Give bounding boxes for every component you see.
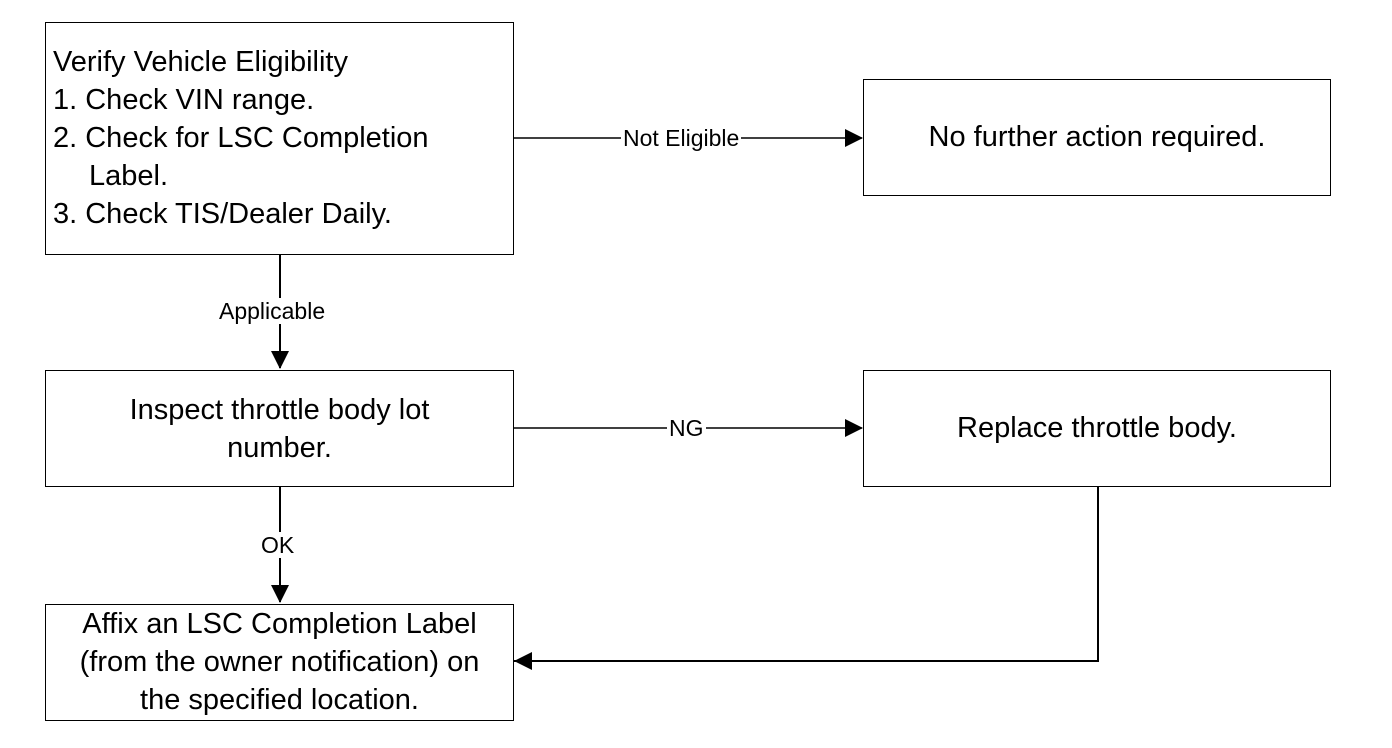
- inspect-line-2: number.: [227, 432, 332, 464]
- arrow-replace-to-affix: [514, 486, 1099, 662]
- replace-box: Replace throttle body.: [863, 370, 1331, 487]
- edge-label-ok: OK: [259, 532, 297, 558]
- edge-label-applicable: Applicable: [217, 298, 328, 324]
- affix-line-3: the specified location.: [140, 684, 419, 716]
- affix-line-1: Affix an LSC Completion Label: [82, 608, 477, 640]
- edge-label-ng: NG: [667, 415, 706, 441]
- affix-line-2: (from the owner notification) on: [79, 646, 480, 678]
- verify-step-1: 1. Check VIN range.: [53, 84, 315, 116]
- edge-label-not-eligible: Not Eligible: [621, 125, 742, 151]
- no-action-box: No further action required.: [863, 79, 1331, 196]
- affix-label-box: Affix an LSC Completion Label (from the …: [45, 604, 514, 721]
- verify-step-3: 3. Check TIS/Dealer Daily.: [53, 198, 392, 230]
- no-action-text: No further action required.: [928, 121, 1266, 153]
- verify-step-2-cont: Label.: [89, 160, 169, 192]
- replace-text: Replace throttle body.: [957, 412, 1237, 444]
- verify-title: Verify Vehicle Eligibility: [53, 46, 348, 78]
- inspect-line-1: Inspect throttle body lot: [129, 394, 430, 426]
- verify-eligibility-box: Verify Vehicle Eligibility 1. Check VIN …: [45, 22, 514, 255]
- verify-step-2: 2. Check for LSC Completion: [53, 122, 429, 154]
- inspect-box: Inspect throttle body lot number.: [45, 370, 514, 487]
